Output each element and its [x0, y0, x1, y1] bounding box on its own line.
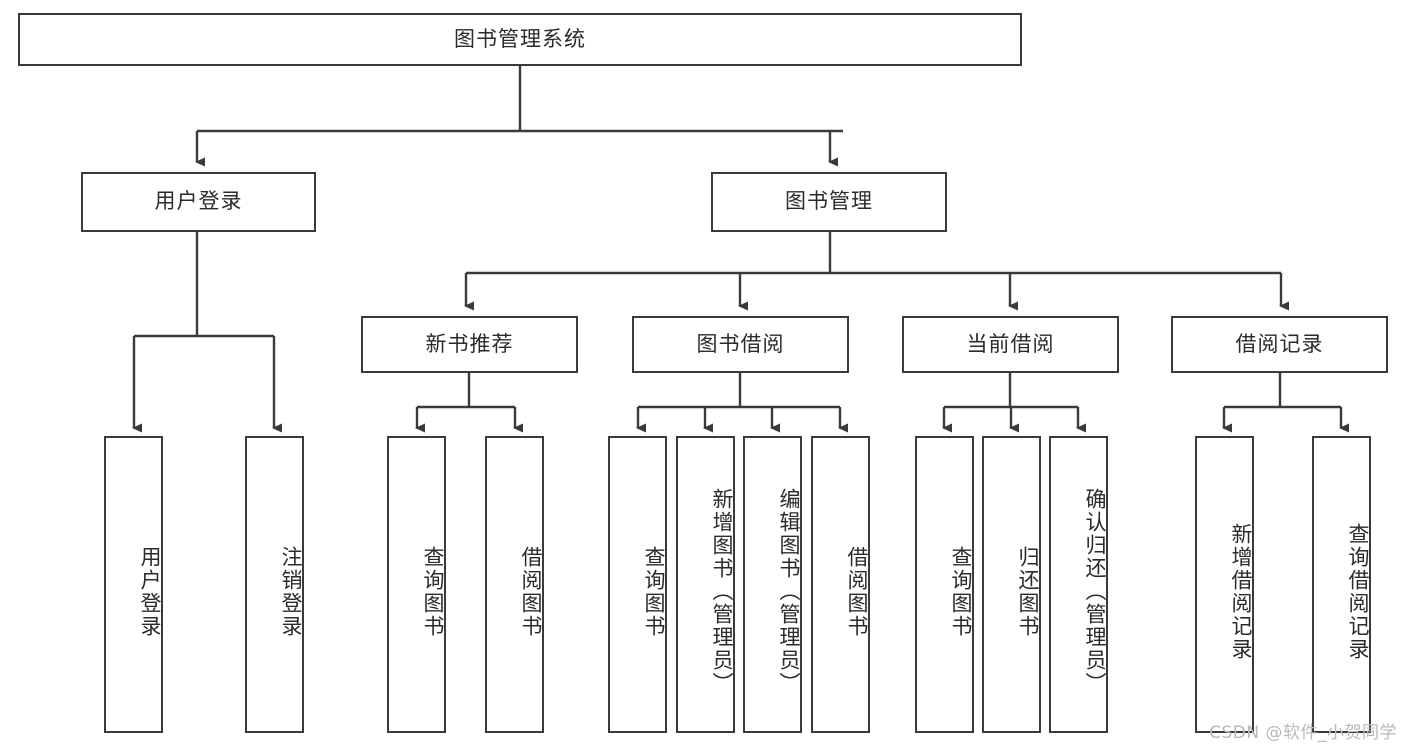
- leaf-recommend-borrow-book[interactable]: 借阅图书: [485, 436, 544, 733]
- node-label: 新增图书（管理员）: [710, 488, 734, 695]
- node-book-borrow[interactable]: 图书借阅: [632, 316, 849, 373]
- node-user-login[interactable]: 用户登录: [81, 172, 316, 232]
- node-root-book-management-system[interactable]: 图书管理系统: [18, 13, 1022, 66]
- node-label: 借阅图书: [845, 545, 869, 638]
- node-label: 查询图书: [949, 545, 973, 638]
- node-label: 用户登录: [138, 545, 162, 638]
- node-label: 确认归还（管理员）: [1083, 488, 1107, 695]
- leaf-current-return-book[interactable]: 归还图书: [982, 436, 1041, 733]
- leaf-borrow-borrow-book[interactable]: 借阅图书: [811, 436, 870, 733]
- node-label: 查询图书: [642, 545, 666, 638]
- leaf-current-confirm-return-admin[interactable]: 确认归还（管理员）: [1049, 436, 1108, 733]
- node-label: 图书管理: [785, 189, 873, 214]
- node-label: 查询借阅记录: [1346, 522, 1370, 661]
- node-borrow-record[interactable]: 借阅记录: [1171, 316, 1388, 373]
- watermark-text: CSDN @软件_小贺同学: [1209, 723, 1397, 743]
- node-label: 用户登录: [154, 189, 243, 214]
- leaf-record-query-record[interactable]: 查询借阅记录: [1312, 436, 1371, 733]
- node-label: 图书借阅: [696, 331, 785, 356]
- leaf-record-add-record[interactable]: 新增借阅记录: [1195, 436, 1254, 733]
- node-label: 新增借阅记录: [1229, 522, 1253, 661]
- node-label: 借阅记录: [1235, 331, 1324, 356]
- node-label: 新书推荐: [425, 331, 514, 356]
- leaf-user-login-logout[interactable]: 注销登录: [245, 436, 304, 733]
- leaf-recommend-query-book[interactable]: 查询图书: [387, 436, 446, 733]
- leaf-borrow-query-book[interactable]: 查询图书: [608, 436, 667, 733]
- leaf-borrow-add-book-admin[interactable]: 新增图书（管理员）: [676, 436, 735, 733]
- node-new-book-recommend[interactable]: 新书推荐: [361, 316, 578, 373]
- node-book-management[interactable]: 图书管理: [711, 172, 947, 232]
- node-label: 注销登录: [279, 545, 303, 638]
- node-label: 当前借阅: [966, 331, 1055, 356]
- leaf-current-query-book[interactable]: 查询图书: [915, 436, 974, 733]
- node-label: 编辑图书（管理员）: [777, 488, 801, 695]
- leaf-borrow-edit-book-admin[interactable]: 编辑图书（管理员）: [743, 436, 802, 733]
- node-label: 图书管理系统: [454, 26, 586, 51]
- node-label: 借阅图书: [519, 545, 543, 638]
- leaf-user-login-login[interactable]: 用户登录: [104, 436, 163, 733]
- node-label: 归还图书: [1016, 545, 1040, 638]
- node-current-borrow[interactable]: 当前借阅: [902, 316, 1119, 373]
- node-label: 查询图书: [421, 545, 445, 638]
